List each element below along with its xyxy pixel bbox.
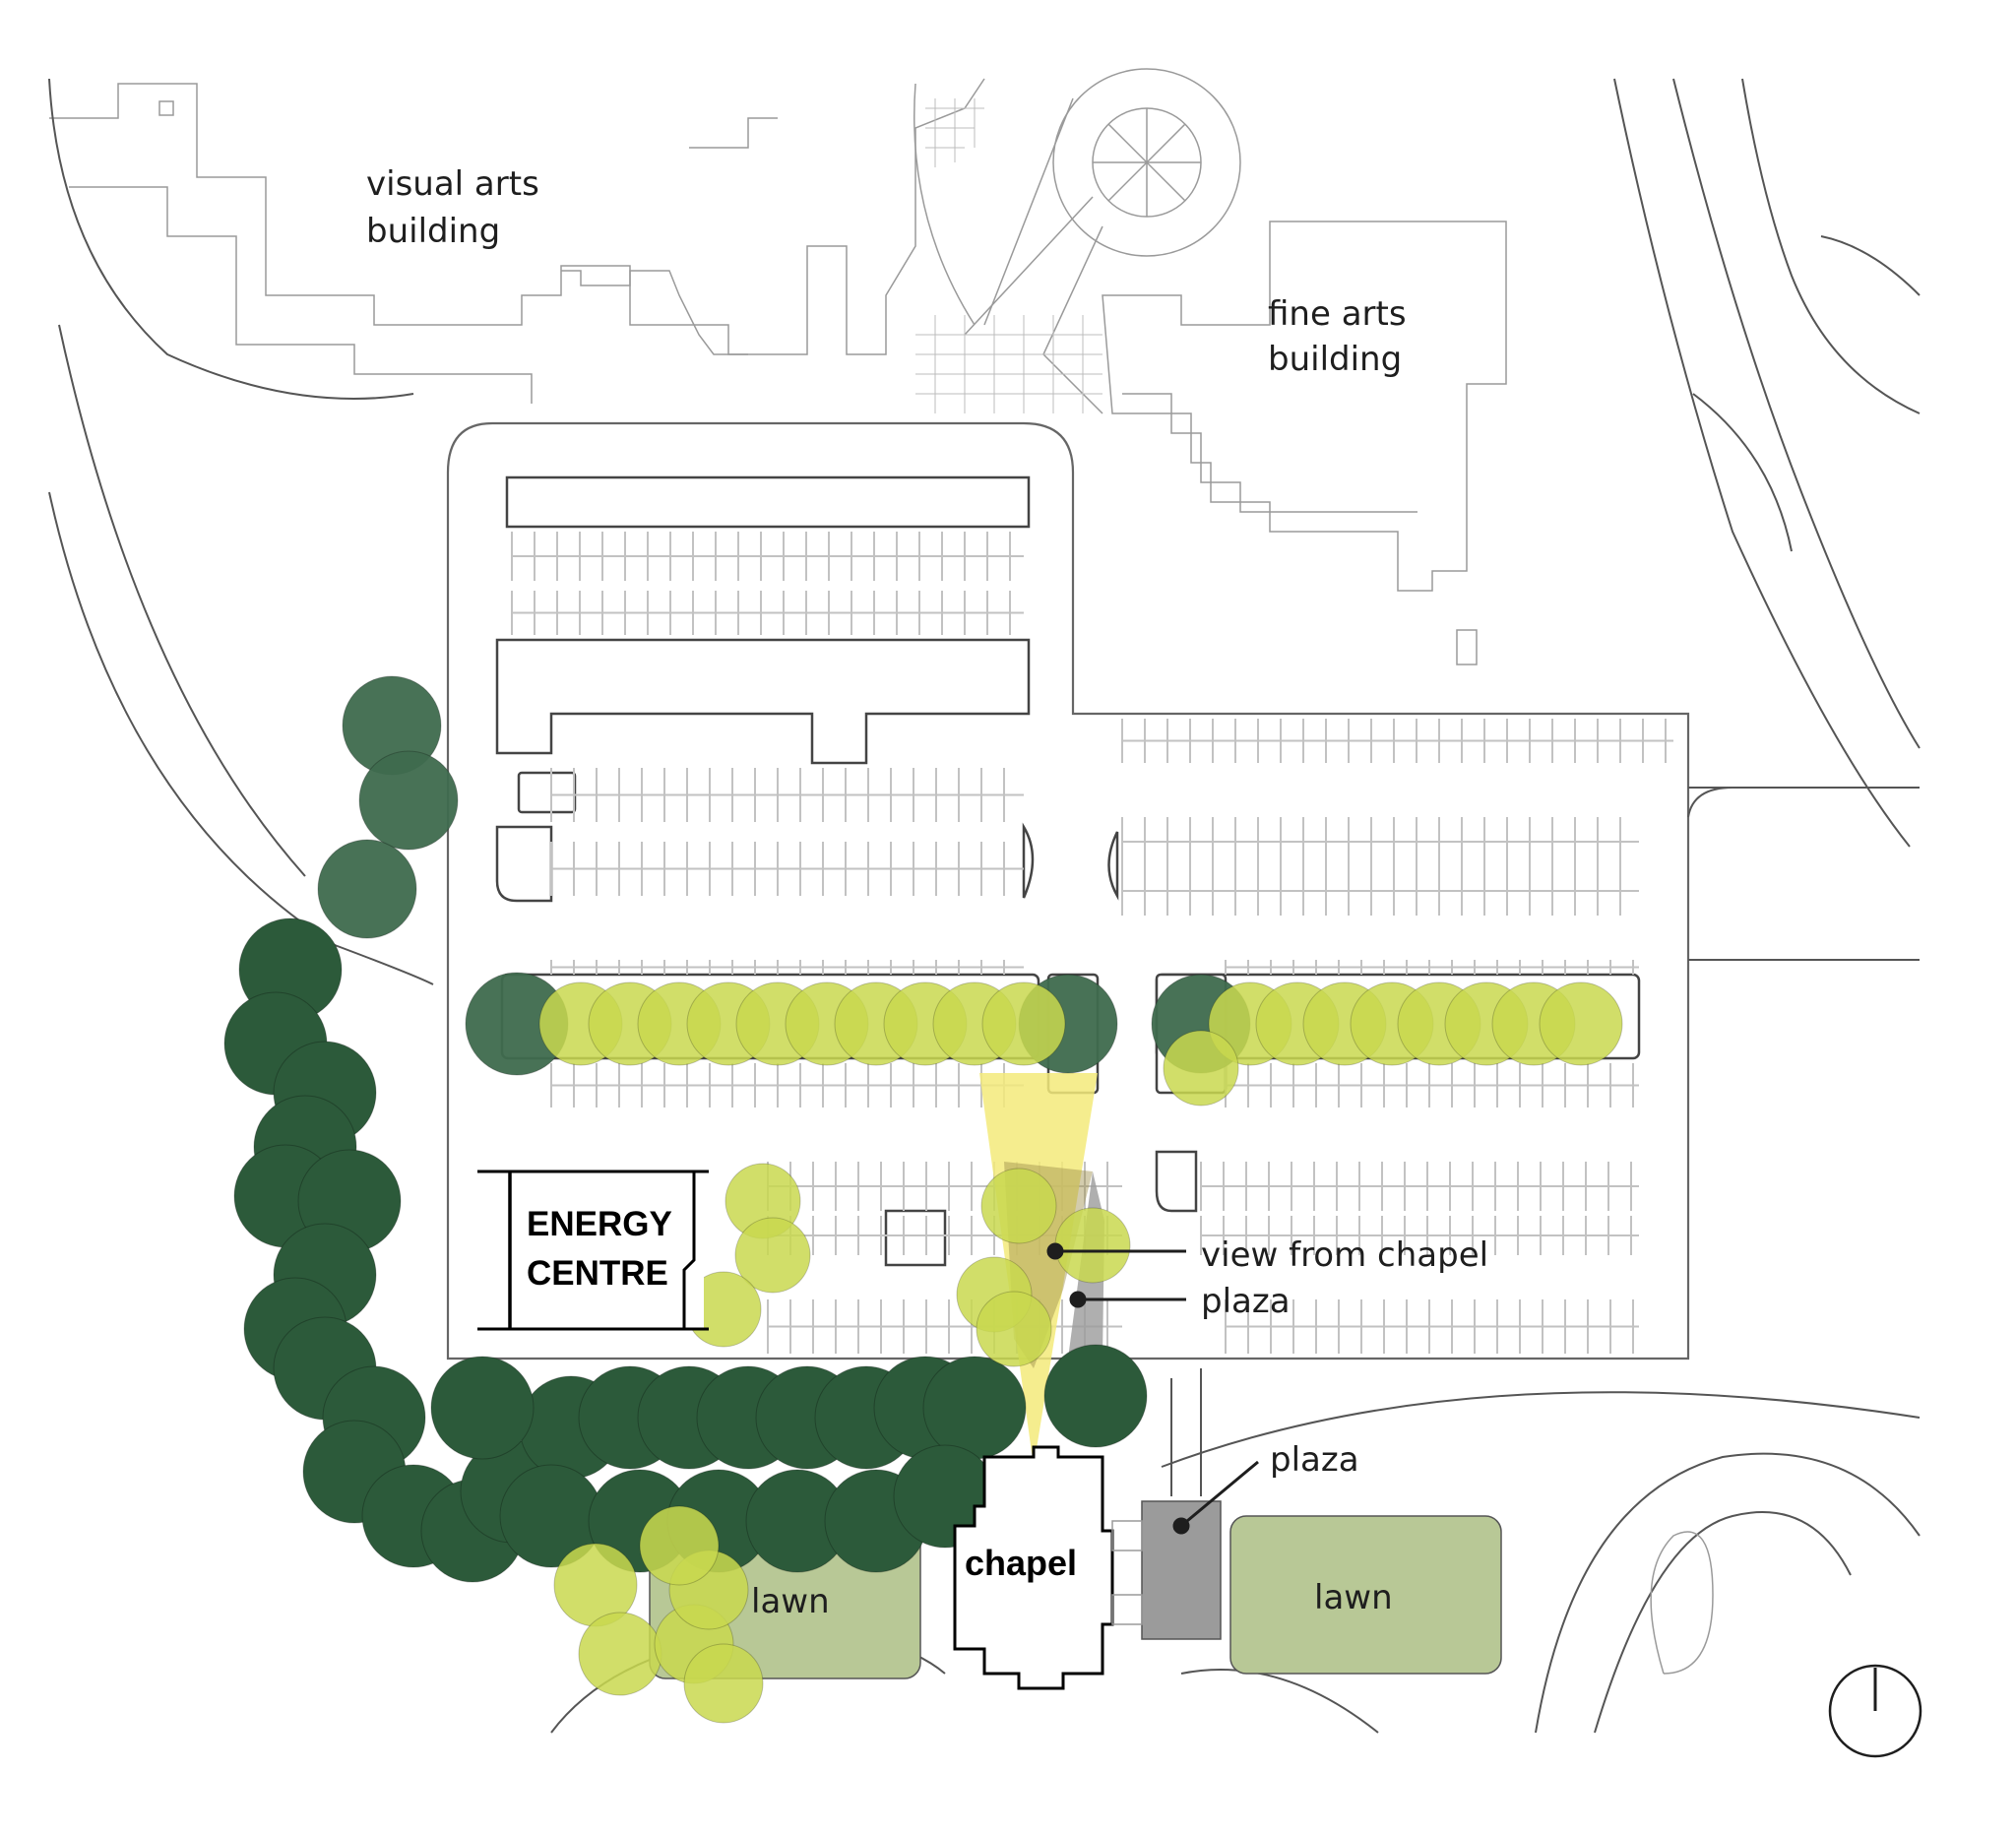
lawn-east-label: lawn [1314, 1578, 1393, 1617]
energy-centre-label-2: CENTRE [527, 1254, 668, 1293]
paving-grid [915, 98, 1102, 413]
chapel-label: chapel [965, 1543, 1077, 1583]
tree-canopy [683, 1643, 764, 1724]
visual-arts-label-1: visual arts [366, 164, 539, 204]
tree-canopy [578, 1612, 662, 1696]
tree-canopy [976, 1291, 1052, 1367]
visual-arts-label-2: building [366, 212, 500, 251]
tree-canopy [734, 1217, 811, 1294]
site-linework [48, 68, 1921, 1734]
energy-centre: ENERGY CENTRE [477, 1170, 709, 1331]
parking-stalls [511, 532, 1673, 1354]
tree-canopy [358, 750, 459, 851]
hedge-tree [1043, 1344, 1148, 1448]
hedge-tree [922, 1356, 1027, 1460]
north-arrow-icon [1828, 1664, 1922, 1758]
tree-canopy [317, 839, 417, 939]
lawn-west-label: lawn [751, 1582, 830, 1621]
view-from-chapel-label: view from chapel [1201, 1235, 1488, 1275]
tree-canopy [1054, 1207, 1131, 1284]
lawn-east-area [1229, 1515, 1502, 1675]
hedge-tree [430, 1356, 535, 1460]
plaza-upper-label: plaza [1201, 1282, 1291, 1321]
tree-canopy [980, 1168, 1057, 1244]
chapel-building: chapel [953, 1445, 1114, 1690]
callout-leaders [1046, 1242, 1259, 1535]
fine-arts-label-2: building [1268, 340, 1402, 379]
tree-canopy [1163, 1030, 1239, 1107]
fine-arts-label-1: fine arts [1268, 294, 1407, 334]
energy-centre-label-1: ENERGY [527, 1205, 672, 1243]
trees [223, 675, 1623, 1724]
plaza-lower-label: plaza [1270, 1440, 1359, 1480]
tree-canopy [1539, 981, 1623, 1066]
tree-canopy [981, 981, 1066, 1066]
tree-canopy [639, 1505, 720, 1586]
